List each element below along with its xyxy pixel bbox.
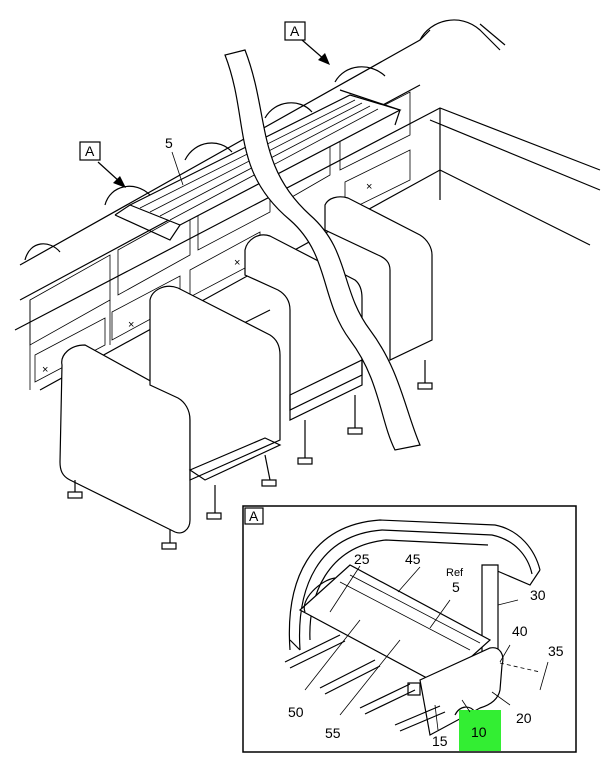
part-number-40: 40 <box>512 623 528 639</box>
rivet-mark: × <box>234 257 240 269</box>
rivet-mark: × <box>366 181 372 193</box>
bus-interior-illustration: × × × × <box>14 19 601 550</box>
part-number-50: 50 <box>288 704 304 720</box>
part-number-10: 10 <box>471 724 487 740</box>
part-number-45: 45 <box>405 551 421 567</box>
part-number-30: 30 <box>530 587 546 603</box>
part-number-55: 55 <box>325 725 341 741</box>
detail-a-inset: A <box>242 505 577 753</box>
view-a-callout-left: A <box>79 141 126 188</box>
view-a-callout-top: A <box>284 21 330 65</box>
part-number-20: 20 <box>516 710 532 726</box>
ref-label: Ref <box>446 567 464 579</box>
highlight-box-10 <box>459 710 501 751</box>
ref-part-number-5: 5 <box>452 579 460 595</box>
part-number-15: 15 <box>432 733 448 749</box>
callout-5-main: 5 <box>165 135 184 186</box>
view-a-label: A <box>85 143 95 159</box>
detail-label: A <box>249 508 259 524</box>
part-number-5: 5 <box>165 135 173 151</box>
view-a-label: A <box>290 23 300 39</box>
part-number-25: 25 <box>354 551 370 567</box>
part-number-35: 35 <box>548 643 564 659</box>
rivet-mark: × <box>128 319 134 331</box>
rivet-mark: × <box>42 364 48 376</box>
